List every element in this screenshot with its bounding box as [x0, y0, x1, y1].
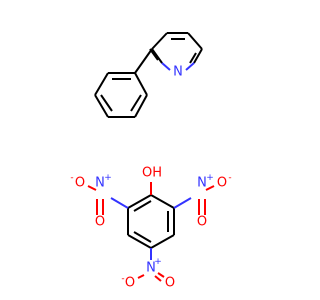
bond: [151, 48, 163, 64]
atom-label-o-minus: O: [75, 176, 85, 191]
atom-label-o: O: [165, 276, 175, 291]
bond: [189, 52, 197, 64]
atom-label-n: N: [173, 65, 183, 80]
bond: [110, 197, 129, 209]
atom-label-o: O: [95, 215, 105, 230]
charge-minus: -: [121, 274, 124, 284]
picric-acid-molecule: OH N + O - O N + O - O N + O - O: [70, 166, 231, 291]
bond: [150, 194, 175, 209]
atom-label-oh: OH: [142, 166, 162, 181]
atom-label-n: N: [197, 176, 207, 191]
bond: [127, 194, 152, 209]
bond: [137, 274, 145, 279]
charge-plus: +: [206, 173, 214, 183]
bond: [205, 185, 215, 191]
bond: [161, 62, 171, 71]
bond: [94, 94, 109, 118]
charge-plus: +: [104, 173, 112, 183]
atom-label-n: N: [146, 261, 156, 276]
charge-minus: -: [228, 173, 231, 183]
bond: [187, 32, 203, 50]
bond: [94, 72, 109, 96]
bond: [150, 234, 175, 249]
bond: [87, 185, 97, 191]
benzene-ring: [127, 194, 175, 249]
bond: [157, 272, 165, 278]
bond: [154, 275, 162, 282]
chemical-structure-canvas: N OH N + O - O N: [70, 32, 232, 291]
bond: [173, 197, 192, 209]
bond: [100, 94, 113, 112]
bond: [133, 231, 152, 243]
bond: [151, 32, 168, 50]
bond: [134, 94, 148, 118]
phenyl-ring: [94, 72, 148, 118]
bond: [193, 48, 203, 64]
bond: [133, 200, 152, 212]
atom-label-o-minus: O: [125, 276, 135, 291]
charge-minus: -: [70, 173, 73, 183]
bond: [185, 62, 195, 71]
atom-label-o-minus: O: [217, 176, 227, 191]
charge-plus: +: [154, 257, 162, 267]
bond: [127, 234, 152, 249]
bond: [134, 48, 153, 74]
phenylpyridine-molecule: N: [94, 32, 203, 118]
atom-label-n: N: [95, 176, 105, 191]
bond: [134, 72, 148, 96]
bond: [130, 94, 142, 112]
atom-label-o: O: [197, 215, 207, 230]
